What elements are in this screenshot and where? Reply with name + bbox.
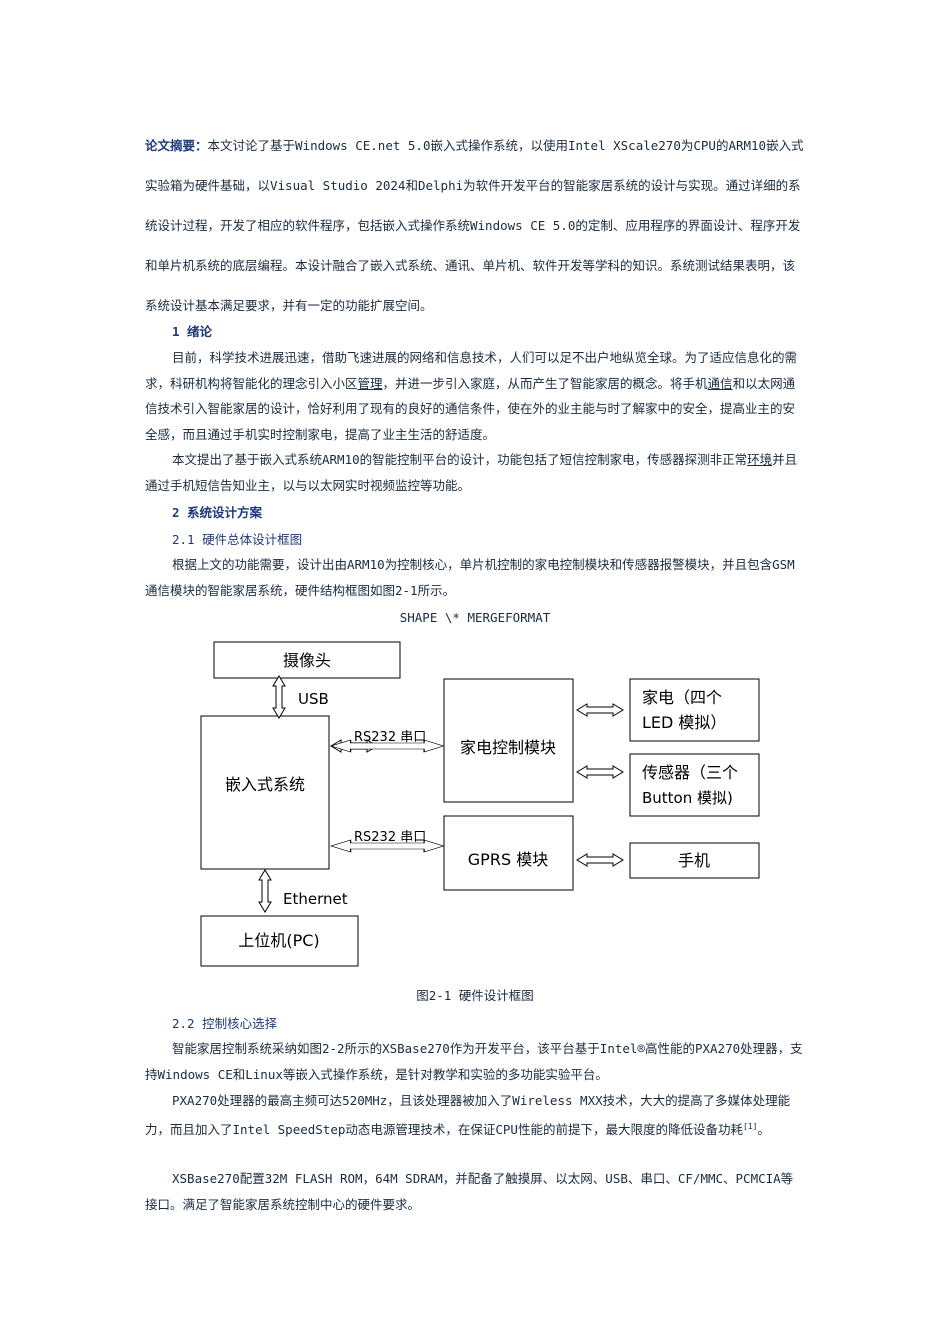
hardware-block-diagram: 摄像头 USB 嵌入式系统 RS232 串口 RS232 串口 家电控制模块 G…	[200, 641, 760, 967]
pc-box	[200, 915, 359, 967]
sensor-label-line1: 传感器（三个	[642, 763, 738, 782]
section-2-1-heading: 2.1 硬件总体设计框图	[172, 532, 303, 547]
section-1-paragraph-2: 本文提出了基于嵌入式系统ARM10的智能控制平台的设计，功能包括了短信控制家电，…	[145, 447, 805, 498]
section-2-paragraph-3: PXA270处理器的最高主频可达520MHz，且该处理器被加入了Wireless…	[145, 1088, 805, 1142]
appliance-control-box	[443, 678, 574, 803]
embedded-system-box	[200, 715, 330, 870]
phone-box	[629, 842, 760, 879]
section-1-heading: 1 绪论	[172, 324, 213, 339]
abstract-paragraph: 论文摘要：本文讨论了基于Windows CE.net 5.0嵌入式操作系统，以使…	[145, 126, 805, 326]
pc-label: 上位机(PC)	[238, 931, 319, 950]
link-environment[interactable]: 环境	[747, 452, 773, 467]
paragraph-text: ，并进一步引入家庭，从而产生了智能家居的概念。将手机	[382, 375, 708, 391]
gprs-module-box	[443, 815, 574, 891]
camera-label: 摄像头	[283, 651, 331, 670]
section-2-paragraph-4: XSBase270配置32M FLASH ROM，64M SDRAM，并配备了触…	[145, 1171, 794, 1212]
paragraph-text: 目前，科学技术进展迅速，借助飞速进展的网络和信息技术，人们可以足不出户地纵览全球…	[145, 350, 798, 391]
section-2-heading: 2 系统设计方案	[172, 505, 263, 520]
gprs-label: GPRS 模块	[468, 850, 548, 869]
section-2-paragraph-2: 智能家居控制系统采纳如图2-2所示的XSBase270作为开发平台，该平台基于I…	[145, 1041, 803, 1082]
rs232-label-2: RS232 串口	[354, 830, 426, 845]
appliance-control-label: 家电控制模块	[460, 738, 556, 757]
usb-label: USB	[298, 690, 329, 708]
abstract-lead: 论文摘要：	[145, 138, 208, 153]
link-communication[interactable]: 通信	[707, 375, 733, 391]
usb-arrow	[272, 675, 286, 719]
abstract-text: 本文讨论了基于Windows CE.net 5.0嵌入式操作系统，以使用Inte…	[145, 138, 804, 313]
citation-ref[interactable]: [1]	[742, 1121, 758, 1131]
ethernet-label: Ethernet	[283, 890, 348, 908]
figure-caption: 图2-1 硬件设计框图	[416, 988, 534, 1003]
paragraph-text: PXA270处理器的最高主频可达520MHz，且该处理器被加入了Wireless…	[145, 1093, 791, 1137]
appliance-label-line2: LED 模拟）	[642, 713, 726, 732]
section-1-paragraph-1: 目前，科学技术进展迅速，借助飞速进展的网络和信息技术，人们可以足不出户地纵览全球…	[145, 345, 805, 447]
phone-arrow	[576, 853, 624, 867]
shape-field-code: SHAPE \* MERGEFORMAT	[399, 610, 551, 625]
section-2-2-heading: 2.2 控制核心选择	[172, 1016, 278, 1031]
paragraph-text: 本文提出了基于嵌入式系统ARM10的智能控制平台的设计，功能包括了短信控制家电，…	[172, 452, 748, 467]
paragraph-text: 和以太网通信技术引入智能家居的设计，恰好利用了现有的良好的通信条件，使在外的业主…	[145, 375, 796, 442]
paragraph-text: 。	[757, 1121, 770, 1137]
embedded-system-label: 嵌入式系统	[225, 775, 305, 794]
sensor-arrow	[576, 765, 624, 779]
link-management[interactable]: 管理	[357, 375, 383, 391]
rs232-label-1: RS232 串口	[354, 730, 426, 745]
paragraph-text: 并且通过手机短信告知业主，以与以太网实时视频监控等功能。	[145, 452, 798, 493]
sensor-label-line2: Button 模拟)	[642, 789, 733, 807]
appliance-box	[629, 678, 760, 742]
camera-box	[213, 641, 401, 679]
phone-label: 手机	[678, 851, 710, 870]
sensor-box	[629, 753, 760, 817]
appliance-label-line1: 家电（四个	[642, 688, 722, 707]
section-2-paragraph-1: 根据上文的功能需要，设计出由ARM10为控制核心，单片机控制的家电控制模块和传感…	[145, 557, 795, 598]
appliance-arrow	[576, 703, 624, 717]
ethernet-arrow	[258, 869, 272, 913]
